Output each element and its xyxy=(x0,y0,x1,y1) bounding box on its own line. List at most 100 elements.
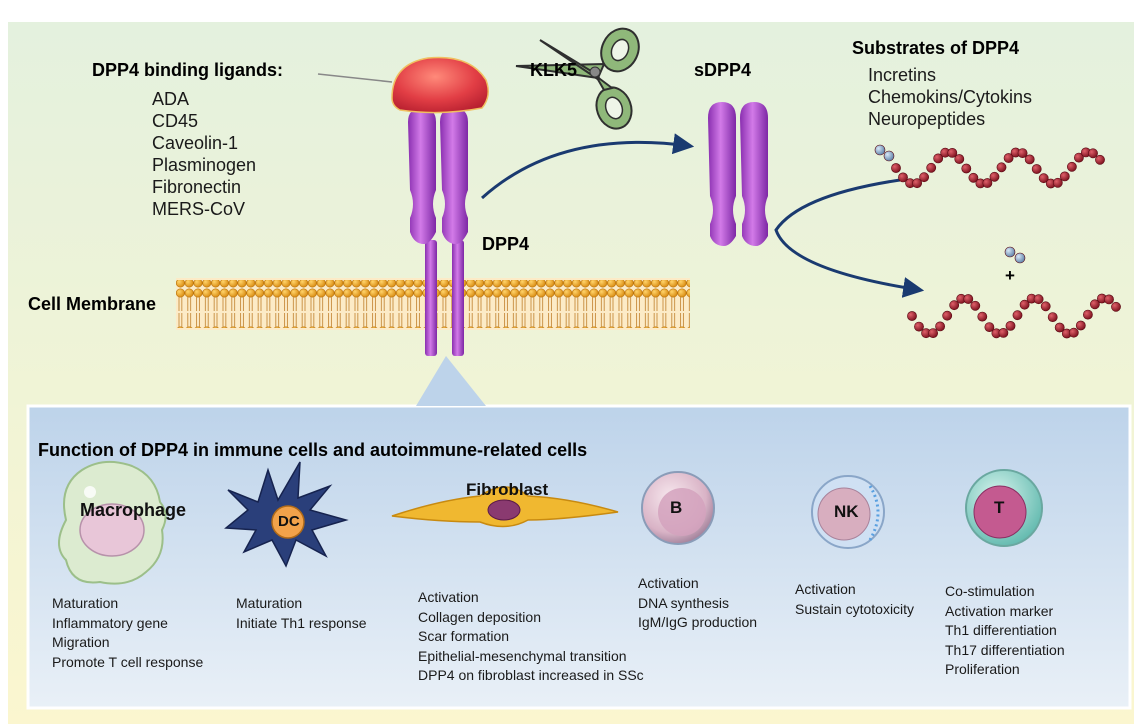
dipeptide-bead xyxy=(883,150,895,162)
function-item: Migration xyxy=(52,634,110,650)
function-item: Collagen deposition xyxy=(418,608,541,625)
function-item: Activation xyxy=(418,589,479,605)
klk5-label: KLK5 xyxy=(530,60,578,80)
function-item: Th17 differentiation xyxy=(945,641,1065,658)
peptide-chain-intact xyxy=(874,144,1105,189)
amino-acid-bead xyxy=(968,172,979,183)
macrophage-functions: Maturation Inflammatory gene Migration P… xyxy=(52,594,203,672)
t-cell-label: T xyxy=(994,498,1005,517)
ligands-title: DPP4 binding ligands: xyxy=(92,60,284,80)
ligand-item: Caveolin-1 xyxy=(152,133,239,153)
dendritic-cell xyxy=(224,461,349,568)
function-item: Activation xyxy=(795,581,856,597)
amino-acid-bead xyxy=(996,162,1007,173)
t-cell-functions: Co-stimulation Activation marker Th1 dif… xyxy=(945,582,1065,680)
amino-acid-bead xyxy=(1090,299,1100,310)
amino-acid-bead xyxy=(1024,154,1035,165)
amino-acid-bead xyxy=(977,311,988,322)
amino-acid-bead xyxy=(984,322,995,332)
amino-acid-bead xyxy=(1074,152,1084,163)
amino-acid-bead xyxy=(898,172,908,183)
amino-acid-bead xyxy=(1075,320,1086,331)
nk-cell-label: NK xyxy=(834,502,859,521)
b-cell-label: B xyxy=(670,498,683,517)
cleavage-product-arrow xyxy=(774,178,925,298)
dc-functions: Maturation Initiate Th1 response xyxy=(236,594,367,633)
b-cell xyxy=(641,471,715,545)
amino-acid-bead xyxy=(907,311,917,321)
substrates-title: Substrates of DPP4 xyxy=(852,38,1020,58)
amino-acid-bead xyxy=(947,147,958,158)
panel-pointer xyxy=(416,356,486,406)
function-item: Sustain cytotoxicity xyxy=(795,600,915,617)
amino-acid-bead xyxy=(1033,294,1044,305)
substrate-item: Incretins xyxy=(868,65,937,85)
ligand-pointer-line xyxy=(317,73,393,83)
cell-membrane-label: Cell Membrane xyxy=(28,294,157,314)
dipeptide-bead xyxy=(874,144,886,156)
dpp4-receptor xyxy=(408,108,468,356)
amino-acid-bead xyxy=(1068,327,1079,338)
amino-acid-bead xyxy=(935,321,945,332)
function-item: Promote T cell response xyxy=(52,653,204,670)
ligand-list: ADA CD45 Caveolin-1 Plasminogen Fibronec… xyxy=(152,88,256,220)
amino-acid-bead xyxy=(1012,310,1023,321)
amino-acid-bead xyxy=(970,300,981,311)
macrophage-label: Macrophage xyxy=(80,500,187,520)
amino-acid-bead xyxy=(912,178,922,189)
ligand-item: Fibronectin xyxy=(152,177,242,197)
amino-acid-bead xyxy=(1111,301,1121,312)
ligand-item: CD45 xyxy=(152,111,199,131)
amino-acid-bead xyxy=(1003,153,1014,163)
substrate-item: Chemokins/Cytokins xyxy=(868,87,1033,107)
function-item: Epithelial-mesenchymal transition xyxy=(418,647,627,664)
dc-label: DC xyxy=(278,513,300,530)
amino-acid-bead xyxy=(942,310,953,321)
function-item: Activation xyxy=(638,575,699,591)
nk-cell-functions: Activation Sustain cytotoxicity xyxy=(795,580,914,619)
panel-title: Function of DPP4 in immune cells and aut… xyxy=(38,440,588,460)
function-item: IgM/IgG production xyxy=(638,614,758,630)
dipeptide-bead xyxy=(1014,252,1026,264)
amino-acid-bead xyxy=(891,163,901,173)
amino-acid-bead xyxy=(928,328,938,338)
scissors-icon xyxy=(515,27,640,130)
cleavage-arrow xyxy=(480,133,695,200)
function-item: Th1 differentiation xyxy=(945,622,1057,638)
amino-acid-bead xyxy=(949,300,960,311)
substrate-list: Incretins Chemokins/Cytokins Neuropeptid… xyxy=(868,64,1032,130)
function-item: Scar formation xyxy=(418,628,510,644)
amino-acid-bead xyxy=(1088,148,1098,159)
amino-acid-bead xyxy=(963,294,974,304)
ligand-item: ADA xyxy=(152,89,190,109)
amino-acid-bead xyxy=(1104,294,1114,305)
amino-acid-bead xyxy=(1095,154,1105,165)
ligand-cap xyxy=(391,56,489,114)
amino-acid-bead xyxy=(1005,320,1016,331)
amino-acid-bead xyxy=(1031,164,1042,174)
amino-acid-bead xyxy=(1083,309,1093,320)
amino-acid-bead xyxy=(982,178,993,188)
dipeptide-bead xyxy=(1004,246,1016,258)
fibroblast-label: Fibroblast xyxy=(466,480,549,499)
function-item: Inflammatory gene xyxy=(52,614,168,631)
t-cell xyxy=(965,469,1043,547)
sdpp4-dimer xyxy=(708,102,768,246)
function-item: Proliferation xyxy=(945,661,1020,677)
sdpp4-label: sDPP4 xyxy=(694,60,752,80)
amino-acid-bead xyxy=(954,154,965,164)
amino-acid-bead xyxy=(1059,171,1070,182)
function-item: DPP4 on fibroblast increased in SSc xyxy=(418,667,644,683)
amino-acid-bead xyxy=(998,327,1009,338)
function-item: Activation marker xyxy=(945,602,1054,619)
function-panel xyxy=(26,404,1132,710)
amino-acid-bead xyxy=(1017,148,1028,158)
function-item: Initiate Th1 response xyxy=(236,614,367,631)
function-item: DNA synthesis xyxy=(638,594,730,611)
function-item: Maturation xyxy=(52,595,119,611)
substrate-item: Neuropeptides xyxy=(868,109,986,129)
amino-acid-bead xyxy=(1038,173,1049,184)
amino-acid-bead xyxy=(1054,322,1065,333)
